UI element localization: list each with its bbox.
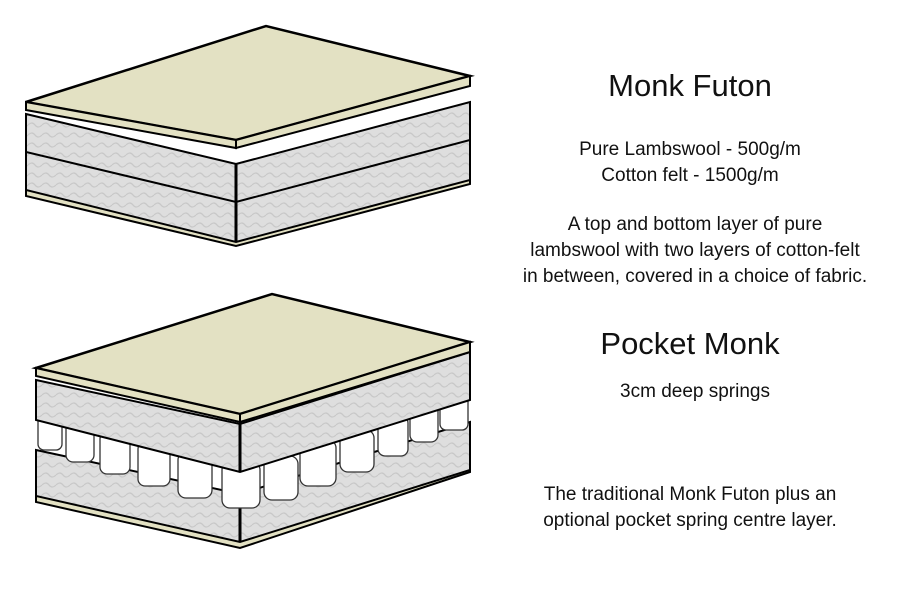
description-line: A top and bottom layer of pure xyxy=(567,214,823,235)
pocket-monk-illustration xyxy=(31,292,475,550)
spec-line: Pure Lambswool - 500g/m xyxy=(579,139,801,160)
description-line: in between, covered in a choice of fabri… xyxy=(522,266,868,287)
product-title: Pocket Monk xyxy=(600,326,780,361)
description-line: lambswool with two layers of cotton-felt xyxy=(530,240,860,261)
description-line: The traditional Monk Futon plus an xyxy=(543,484,837,505)
spec-line: 3cm deep springs xyxy=(620,381,770,402)
description-line: optional pocket spring centre layer. xyxy=(543,510,837,531)
monk-futon-illustration xyxy=(25,24,475,248)
spec-line: Cotton felt - 1500g/m xyxy=(601,165,779,186)
product-title: Monk Futon xyxy=(608,68,772,103)
